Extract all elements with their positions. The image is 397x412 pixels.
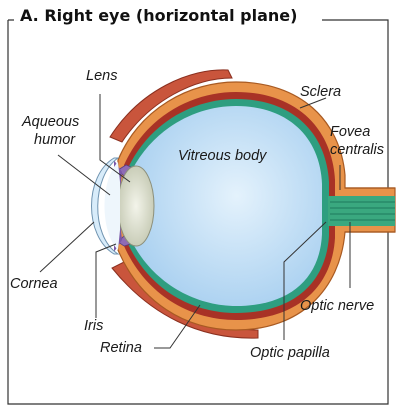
vitreous-body-shape [132, 106, 322, 306]
aqueous-humor-shape [105, 162, 121, 250]
label-cornea: Cornea [10, 276, 58, 293]
label-aqueous-humor-line2: humor [34, 132, 75, 149]
label-aqueous-humor-line1: Aqueous [22, 114, 79, 131]
label-iris: Iris [84, 318, 103, 335]
label-fovea-line2: centralis [330, 142, 384, 159]
label-vitreous-body: Vitreous body [178, 148, 266, 165]
label-retina: Retina [100, 340, 142, 357]
label-lens: Lens [86, 68, 117, 85]
label-fovea-line1: Fovea [330, 124, 370, 141]
optic-nerve-shape [328, 196, 395, 226]
label-optic-papilla: Optic papilla [250, 345, 330, 362]
lens-shape [118, 166, 154, 246]
leader-cornea [40, 222, 94, 272]
leader-iris [96, 244, 116, 318]
label-optic-nerve: Optic nerve [300, 298, 374, 315]
figure-title: A. Right eye (horizontal plane) [16, 5, 301, 27]
label-sclera: Sclera [300, 84, 341, 101]
